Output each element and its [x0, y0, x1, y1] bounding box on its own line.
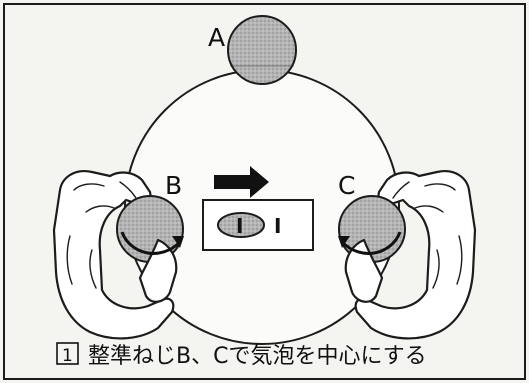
curved-arrow-icon [120, 231, 184, 255]
label-c: C [338, 171, 355, 200]
caption-number: 1 [62, 346, 73, 366]
leveling-screw-a [227, 15, 297, 85]
right-arrow-icon [214, 166, 269, 198]
caption-number-box [56, 342, 79, 365]
bubble-mark-left: I [236, 214, 243, 238]
left-hand-front-finger [138, 238, 178, 303]
left-hand [52, 170, 175, 340]
right-hand-front-finger [344, 238, 384, 303]
air-bubble [217, 212, 265, 238]
bubble-mark-right: I [274, 214, 281, 238]
figure-frame [3, 3, 526, 380]
caption-text: 整準ねじB、Cで気泡を中心にする [88, 344, 427, 369]
label-a: A [208, 23, 225, 52]
curved-arrow-icon [338, 231, 402, 255]
label-b: B [165, 171, 182, 200]
right-hand [354, 170, 477, 340]
